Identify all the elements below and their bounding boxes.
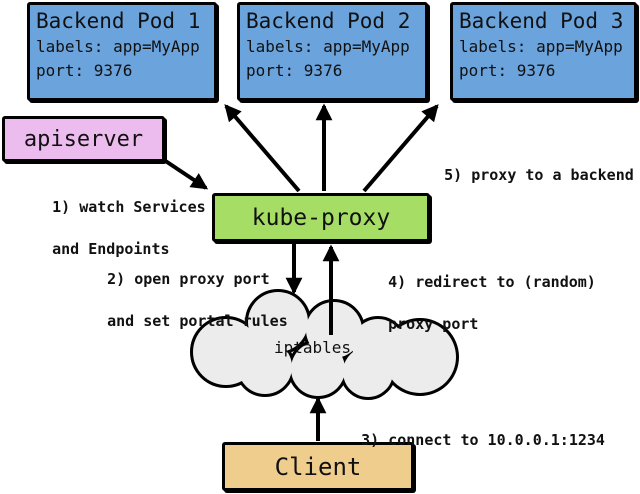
- iptables-label: iptables: [274, 338, 352, 357]
- backend-pod-1-box: Backend Pod 1 labels: app=MyApp port: 93…: [27, 2, 217, 101]
- client-label: Client: [274, 452, 362, 481]
- backend-pod-2-port: port: 9376: [246, 61, 343, 80]
- backend-pod-3-box: Backend Pod 3 labels: app=MyApp port: 93…: [450, 2, 637, 101]
- arrow-kubeproxy-to-pod3: [362, 104, 439, 193]
- apiserver-box: apiserver: [2, 116, 165, 162]
- note-step-5-line1: 5) proxy to a backend: [444, 166, 634, 184]
- arrow-apiserver-to-kubeproxy: [162, 158, 209, 190]
- backend-pod-2-labels: labels: app=MyApp: [246, 37, 410, 56]
- note-step-2-line1: 2) open proxy port: [107, 270, 270, 288]
- note-step-1-line2: and Endpoints: [52, 240, 170, 258]
- note-step-5: 5) proxy to a backend: [408, 144, 634, 207]
- note-step-2-line2: and set portal rules: [107, 312, 288, 330]
- note-step-4-line2: proxy port: [388, 315, 479, 333]
- backend-pod-3-port: port: 9376: [459, 61, 556, 80]
- backend-pod-1-port: port: 9376: [36, 61, 133, 80]
- note-step-4-line1: 4) redirect to (random): [388, 273, 596, 291]
- iptables-cloud-fill: [193, 292, 456, 397]
- backend-pod-2-box: Backend Pod 2 labels: app=MyApp port: 93…: [237, 2, 428, 101]
- note-step-3-line1: 3) connect to 10.0.0.1:1234: [361, 431, 605, 449]
- kube-proxy-box: kube-proxy: [212, 193, 430, 242]
- backend-pod-2-title: Backend Pod 2: [246, 9, 411, 33]
- note-step-4: 4) redirect to (random) proxy port: [352, 251, 596, 356]
- kube-proxy-label: kube-proxy: [251, 204, 391, 231]
- note-step-3: 3) connect to 10.0.0.1:1234: [325, 409, 605, 472]
- backend-pod-1-title: Backend Pod 1: [36, 9, 201, 33]
- arrow-kubeproxy-to-pod1: [224, 104, 301, 193]
- backend-pod-3-labels: labels: app=MyApp: [459, 37, 623, 56]
- apiserver-label: apiserver: [23, 126, 144, 152]
- client-box: Client: [222, 442, 414, 491]
- note-step-1: 1) watch Services and Endpoints: [16, 176, 206, 281]
- backend-pod-1-labels: labels: app=MyApp: [36, 37, 200, 56]
- backend-pod-3-title: Backend Pod 3: [459, 9, 624, 33]
- note-step-1-line1: 1) watch Services: [52, 198, 206, 216]
- note-step-2: 2) open proxy port and set portal rules: [71, 248, 288, 353]
